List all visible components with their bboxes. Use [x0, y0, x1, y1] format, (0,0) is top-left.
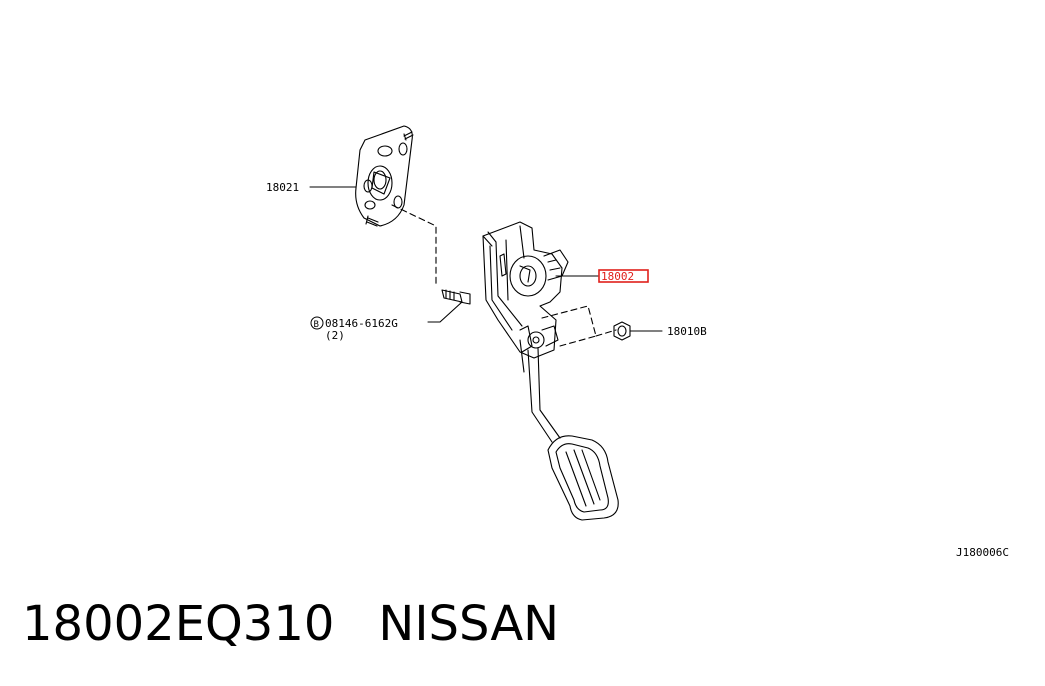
pedal-bracket — [482, 221, 569, 359]
pedal-arm — [519, 339, 561, 443]
part-number: 18002EQ310 — [22, 596, 335, 652]
label-bolt-qty: (2) — [325, 329, 345, 342]
label-bolt-prefix: B — [314, 320, 319, 330]
mounting-bracket-plate — [355, 125, 414, 227]
highlight-box-18002 — [598, 269, 649, 283]
label-18021: 18021 — [266, 181, 299, 194]
label-nut: 18010B — [667, 325, 707, 338]
nut-part — [613, 321, 631, 341]
label-18002: 18002 — [601, 270, 634, 283]
label-bolt: 08146-6162G — [325, 317, 398, 330]
drawing-code: J180006C — [956, 546, 1009, 559]
nut-dash-line-2 — [595, 329, 617, 337]
nut-dash-line — [541, 305, 597, 347]
part-caption: 18002EQ310 NISSAN — [22, 596, 559, 652]
bolt-part — [441, 289, 471, 305]
leader-bolt — [427, 301, 463, 323]
assembly-dash-line — [391, 204, 437, 286]
bolt-prefix-circle-icon — [310, 316, 324, 330]
brand-name: NISSAN — [378, 596, 560, 652]
pedal-pad — [547, 435, 619, 521]
